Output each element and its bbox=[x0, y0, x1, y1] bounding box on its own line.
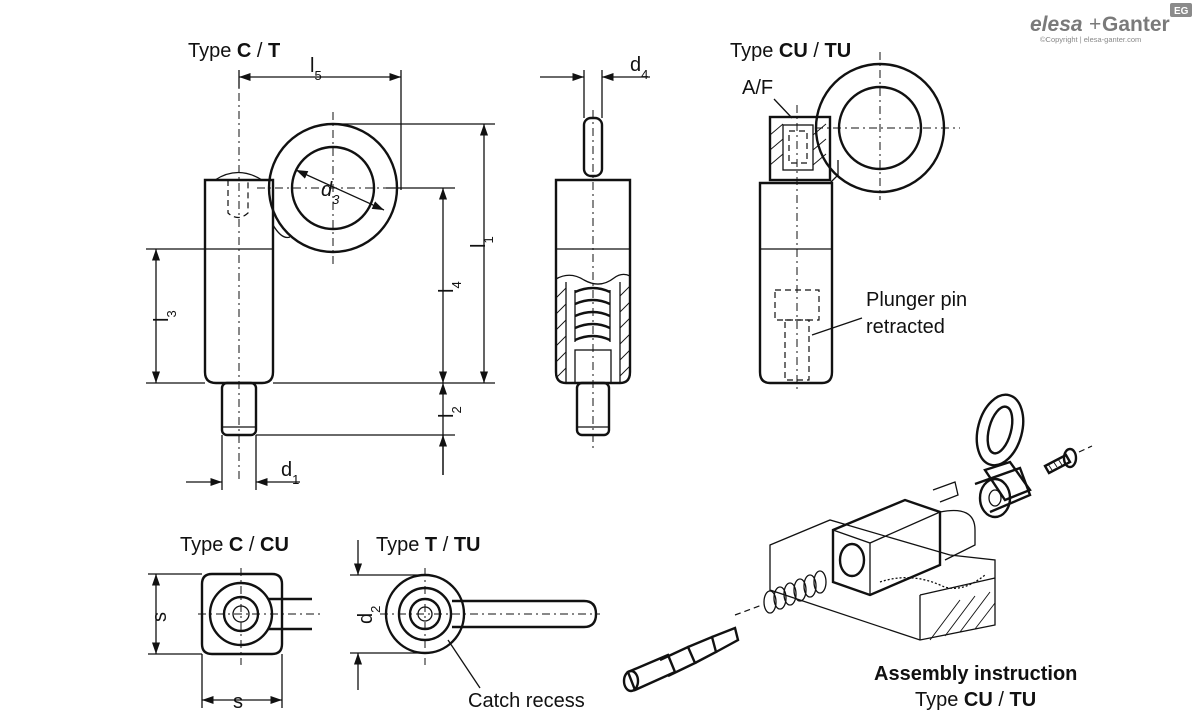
top-t-tu-title: Type T / TU bbox=[376, 534, 480, 556]
dim-d2: d2 bbox=[355, 606, 383, 624]
assembly-body bbox=[831, 481, 976, 597]
top-view-t-tu: Type T / TU d2 Catch recess bbox=[350, 534, 600, 712]
cu-tu-view-title: Type CU / TU bbox=[730, 40, 851, 62]
assembly-view: Assembly instruction Type CU / TU bbox=[622, 393, 1093, 711]
dim-l4: l4 bbox=[436, 281, 464, 293]
brand-copyright: ©Copyright | elesa-ganter.com bbox=[1040, 35, 1141, 44]
svg-text:+: + bbox=[1089, 13, 1101, 36]
assembly-plunger bbox=[622, 626, 740, 693]
brand-name-elesa: elesa bbox=[1030, 13, 1083, 36]
assembly-caption-line2: Type CU / TU bbox=[915, 689, 1036, 711]
top-square-body bbox=[200, 572, 284, 656]
top-view-c-cu: Type C / CU s s bbox=[148, 534, 320, 713]
cu-body bbox=[758, 181, 834, 385]
brand-logo: elesa + Ganter EG ©Copyright | elesa-gan… bbox=[1030, 3, 1192, 44]
dim-l3: l3 bbox=[151, 310, 179, 322]
dim-l1: l1 bbox=[468, 236, 496, 248]
side-hatching bbox=[555, 285, 631, 379]
side-body bbox=[554, 178, 632, 385]
label-catch-recess: Catch recess bbox=[468, 690, 585, 712]
dim-s-horizontal: s bbox=[233, 691, 243, 713]
dim-l2: l2 bbox=[436, 406, 464, 418]
cu-head-hatching bbox=[769, 123, 827, 166]
side-section-view: d4 bbox=[540, 54, 650, 450]
brand-badge-text: EG bbox=[1174, 6, 1189, 17]
label-plunger-line1: Plunger pin bbox=[866, 289, 967, 311]
brand-name-ganter: Ganter bbox=[1102, 13, 1170, 36]
brand-badge bbox=[1170, 3, 1192, 17]
assembly-ring bbox=[974, 393, 1032, 519]
dim-d4: d4 bbox=[630, 54, 648, 82]
front-body bbox=[203, 178, 275, 385]
assembly-spring bbox=[763, 570, 827, 614]
label-plunger-line2: retracted bbox=[866, 316, 945, 338]
dim-l5: l5 bbox=[310, 55, 322, 83]
assembly-caption-line1: Assembly instruction bbox=[874, 663, 1077, 685]
dim-d1: d1 bbox=[281, 459, 299, 487]
cu-head bbox=[768, 115, 832, 182]
dim-s-vertical: s bbox=[149, 612, 171, 622]
front-view-title: Type C / T bbox=[188, 40, 280, 62]
front-view: Type C / T l5 d3 l1 l4 bbox=[146, 40, 496, 490]
assembly-screw bbox=[1043, 445, 1093, 475]
cu-tu-view: Type CU / TU A/F Plunger pin retracted bbox=[730, 40, 967, 392]
label-af: A/F bbox=[742, 77, 773, 99]
dim-d3: d3 bbox=[321, 179, 340, 207]
top-c-cu-title: Type C / CU bbox=[180, 534, 289, 556]
